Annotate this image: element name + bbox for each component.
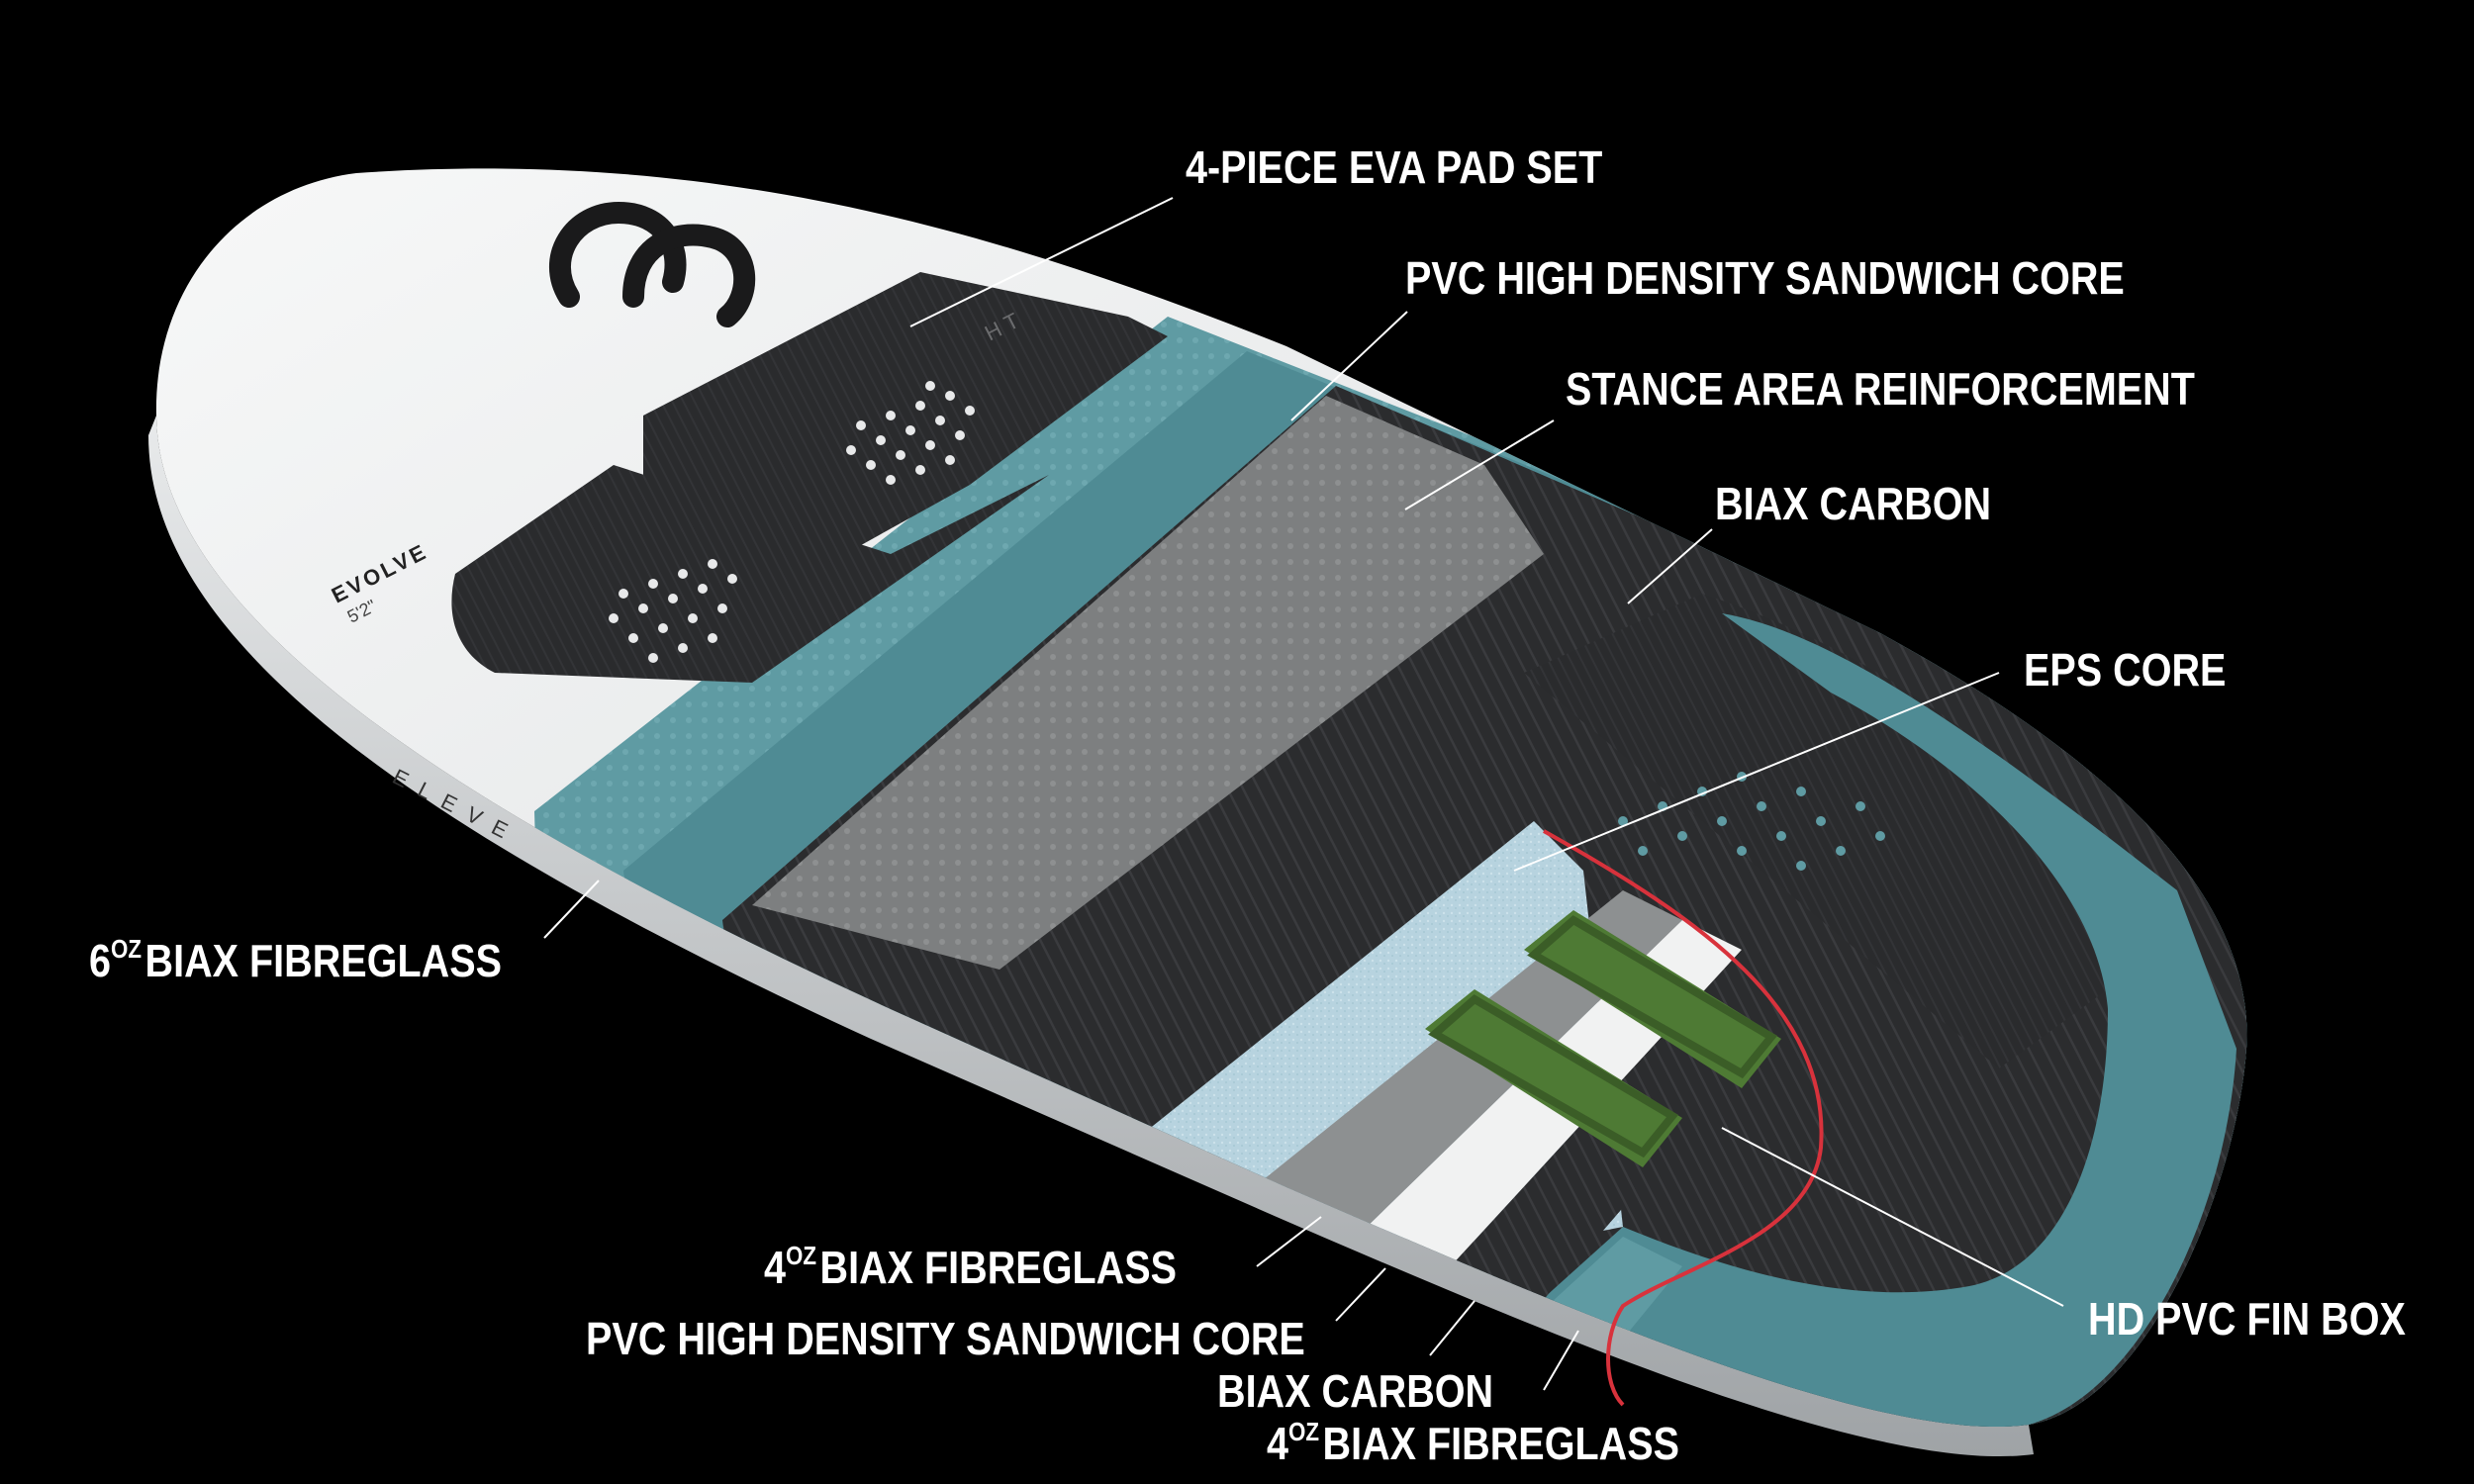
leader-4oz-a	[1256, 1216, 1322, 1267]
pad-holes-middle	[609, 559, 737, 663]
leader-eps-core	[1513, 672, 2000, 872]
label-6oz-num: 6	[89, 935, 112, 986]
label-4oz-a-unit: OZ	[786, 1241, 817, 1270]
label-4oz-b-text: BIAX FIBREGLASS	[1322, 1418, 1679, 1469]
label-biax-carbon-top: BIAX CARBON	[1715, 478, 1992, 529]
label-6oz-biax-fibreglass: 6OZBIAX FIBREGLASS	[89, 935, 502, 986]
eva-pad-front	[643, 272, 1168, 584]
leader-pvc-core-bottom	[1335, 1267, 1386, 1322]
leader-4oz-b	[1543, 1330, 1579, 1391]
pad-holes-front	[846, 381, 975, 485]
label-hd-pvc-fin-box: HD PVC FIN BOX	[2088, 1293, 2406, 1345]
leader-6oz	[543, 880, 600, 939]
tail-pad	[1524, 594, 2108, 1068]
label-pvc-core-bottom: PVC HIGH DENSITY SANDWICH CORE	[586, 1313, 1305, 1364]
label-eps-core: EPS CORE	[2024, 644, 2227, 696]
label-4oz-b-unit: OZ	[1288, 1417, 1320, 1446]
brand-logo	[548, 201, 756, 327]
eva-pad-middle	[451, 465, 1049, 683]
leader-eva-pad	[909, 197, 1174, 327]
label-4oz-a-num: 4	[764, 1242, 787, 1293]
label-stance-reinforcement: STANCE AREA REINFORCEMENT	[1566, 363, 2195, 415]
leader-fin-box	[1721, 1127, 2064, 1307]
fin-box	[1425, 910, 1781, 1167]
label-4oz-biax-fibreglass-a: 4OZBIAX FIBREGLASS	[764, 1242, 1177, 1293]
leader-stance	[1404, 419, 1555, 510]
layer-4oz-fibreglass-a	[1217, 890, 1682, 1276]
leader-lines	[543, 197, 2064, 1391]
label-4oz-biax-fibreglass-b: 4OZBIAX FIBREGLASS	[1267, 1418, 1679, 1469]
label-6oz-unit: OZ	[111, 934, 143, 964]
label-6oz-text: BIAX FIBREGLASS	[144, 935, 502, 986]
label-pvc-core-top: PVC HIGH DENSITY SANDWICH CORE	[1405, 252, 2125, 304]
label-eva-pad-set: 4-PIECE EVA PAD SET	[1186, 141, 1603, 193]
layer-tail-fibreglass	[1524, 613, 2236, 1428]
layer-stance-reinforcement	[752, 396, 1544, 970]
label-biax-carbon-bottom: BIAX CARBON	[1217, 1365, 1494, 1417]
leader-pvc-core-top	[1290, 311, 1408, 421]
leader-biax-carbon-top	[1627, 528, 1713, 604]
leader-biax-carbon-bottom	[1429, 1300, 1475, 1356]
label-4oz-a-text: BIAX FIBREGLASS	[819, 1242, 1177, 1293]
rail-cut-line	[1543, 829, 1824, 1407]
label-4oz-b-num: 4	[1267, 1418, 1289, 1469]
